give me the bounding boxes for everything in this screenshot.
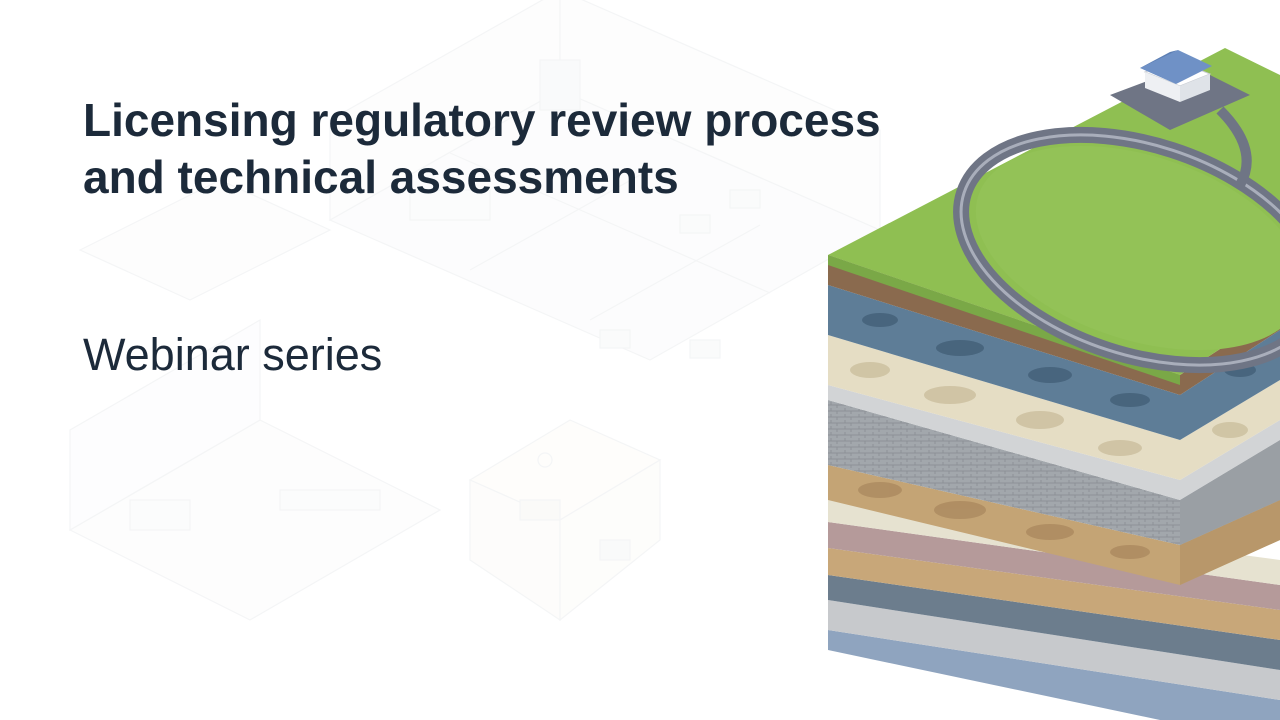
house-icon	[1140, 50, 1212, 102]
slide-subtitle: Webinar series	[83, 329, 383, 380]
title-line-2: and technical assessments	[83, 151, 679, 203]
title-line-1: Licensing regulatory review process	[83, 94, 881, 146]
slide-title: Licensing regulatory review process and …	[83, 92, 913, 206]
office-rooms-background-illustration	[68, 0, 882, 622]
geological-layers-illustration	[828, 48, 1280, 720]
